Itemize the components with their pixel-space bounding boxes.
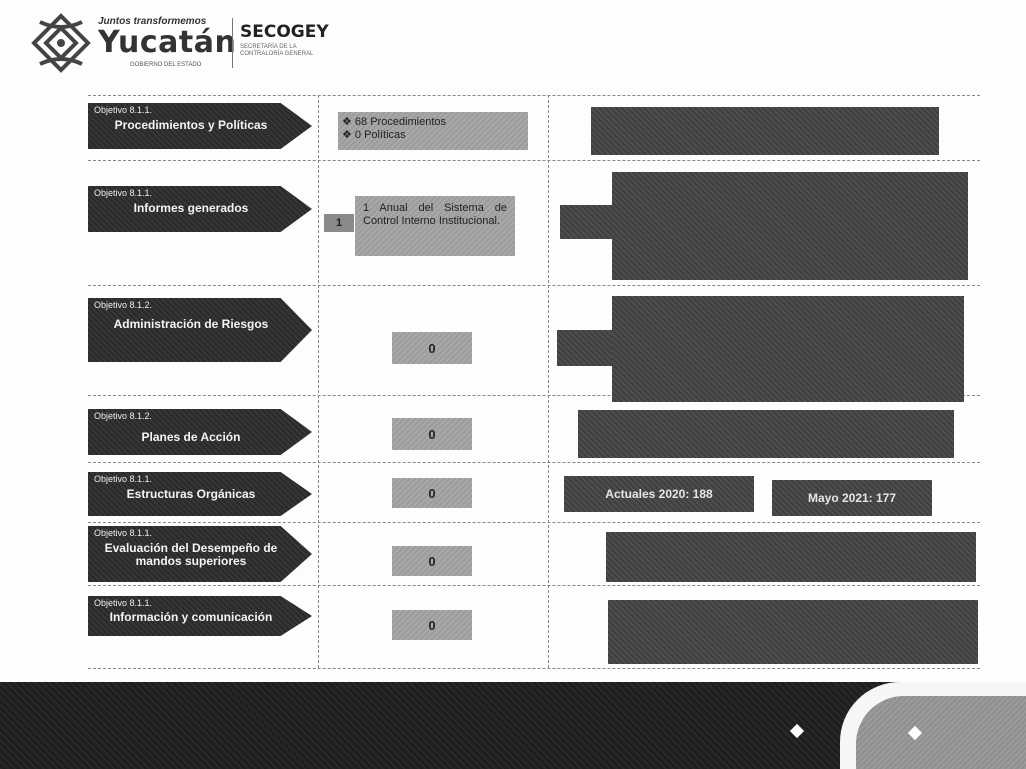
logo-name: Yucatán [98,25,237,60]
column-divider [318,95,319,668]
row-divider [88,95,980,96]
row-divider [88,585,980,586]
row-divider [88,668,980,669]
logo-tagline: Juntos transformemos [98,16,207,27]
row-divider [88,462,980,463]
value-box-planes: 0 [392,418,472,450]
detail-box-informes [612,172,968,280]
value-informe-anual: 1 Anual del Sistema de Control Interno I… [363,202,507,227]
value-box-procedimientos: ❖ 68 Procedimientos ❖ 0 Políticas [338,112,528,150]
objective-title: Procedimientos y Políticas [114,118,268,132]
detail-tab-informes [560,205,616,239]
detail-box-procedimientos [591,107,939,155]
row-divider [88,395,980,396]
objective-title: Informes generados [133,201,249,215]
row-divider [88,522,980,523]
objective-label: Objetivo 8.1.1. [94,474,153,484]
value-box-informacion: 0 [392,610,472,640]
detail-box-informacion [608,600,978,664]
objective-label: Objetivo 8.1.1. [94,598,153,608]
value-box-riesgos: 0 [392,332,472,364]
objective-arrow-evaluacion: Objetivo 8.1.1. Evaluación del Desempeño… [88,526,312,582]
footer-curve-inner [856,696,1026,769]
objective-title: Estructuras Orgánicas [126,487,256,501]
row-divider [88,160,980,161]
header: Juntos transformemos Yucatán GOBIERNO DE… [0,0,1026,80]
detail-box-evaluacion [606,532,976,582]
objective-arrow-informacion: Objetivo 8.1.1. Información y comunicaci… [88,596,312,636]
detail-box-estructuras-actuales: Actuales 2020: 188 [564,476,754,512]
detail-tab-riesgos [557,330,617,366]
objective-label: Objetivo 8.1.1. [94,188,153,198]
secretariat-name: SECOGEY [240,22,329,42]
objective-title: Información y comunicación [109,610,273,624]
detail-box-riesgos [612,296,964,402]
value-procedimientos: 68 Procedimientos [354,116,447,128]
objective-arrow-procedimientos: Objetivo 8.1.1. Procedimientos y Polític… [88,103,312,149]
yucatan-logo-icon [31,13,91,73]
value-politicas: 0 Políticas [354,129,406,141]
logo-divider [232,18,233,68]
objective-title: Evaluación del Desempeño de mandos super… [104,541,278,568]
value-box-informes: 1 Anual del Sistema de Control Interno I… [355,196,515,256]
objective-arrow-riesgos: Objetivo 8.1.2. Administración de Riesgo… [88,298,312,362]
objective-label: Objetivo 8.1.1. [94,528,153,538]
secretariat-subtitle: SECRETARÍA DE LA CONTRALORÍA GENERAL [240,44,314,57]
value-box-evaluacion: 0 [392,546,472,576]
detail-box-planes [578,410,954,458]
objective-title: Administración de Riesgos [113,317,269,331]
detail-box-estructuras-mayo: Mayo 2021: 177 [772,480,932,516]
objective-arrow-informes: Objetivo 8.1.1. Informes generados [88,186,312,232]
objective-label: Objetivo 8.1.1. [94,105,153,115]
objective-label: Objetivo 8.1.2. [94,411,153,421]
objective-title: Planes de Acción [141,430,241,444]
column-divider [548,95,549,668]
value-box-estructuras: 0 [392,478,472,508]
count-tab-informes: 1 [324,214,354,232]
objective-label: Objetivo 8.1.2. [94,300,153,310]
logo-subtitle: GOBIERNO DEL ESTADO [130,62,202,68]
objective-arrow-planes: Objetivo 8.1.2. Planes de Acción [88,409,312,455]
row-divider [88,285,980,286]
objective-arrow-estructuras: Objetivo 8.1.1. Estructuras Orgánicas [88,472,312,516]
